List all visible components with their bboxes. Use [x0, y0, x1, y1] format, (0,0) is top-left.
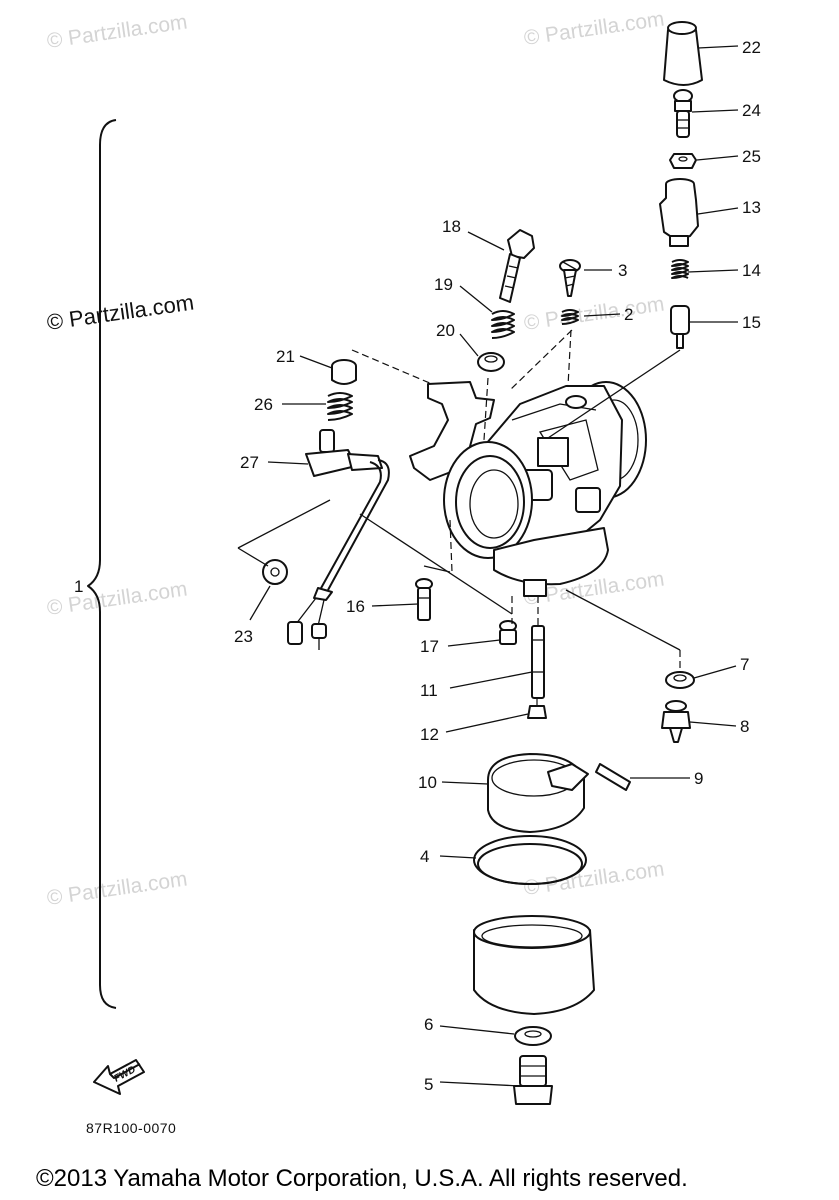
callout-11: 11 [420, 681, 438, 700]
part-9-pin [595, 763, 631, 791]
callout-5: 5 [424, 1075, 433, 1094]
part-10-float [487, 753, 589, 833]
part-2-spring [561, 309, 579, 325]
callout-14: 14 [742, 261, 761, 280]
callout-8: 8 [740, 717, 749, 736]
callout-15: 15 [742, 313, 761, 332]
callout-2: 2 [624, 305, 633, 324]
part-19-spring [491, 310, 515, 339]
part-24-screw [673, 89, 693, 138]
callout-24: 24 [742, 101, 761, 120]
part-12-main-jet [527, 705, 547, 719]
callout-4: 4 [420, 847, 429, 866]
part-23-grommet [262, 559, 288, 585]
guide-lines [237, 329, 681, 706]
callout-13: 13 [742, 198, 761, 217]
part-14-spring [671, 259, 689, 279]
leader-lines [249, 45, 739, 1087]
callout-9: 9 [694, 769, 703, 788]
callout-7: 7 [740, 655, 749, 674]
part-4-gasket [473, 835, 587, 885]
callout-22: 22 [742, 38, 761, 57]
part-7-washer [665, 671, 695, 689]
part-25-nut [669, 153, 697, 169]
callouts: 22 24 25 13 18 3 14 19 2 15 20 21 26 27 … [74, 38, 761, 1094]
part-22-cap [663, 21, 703, 86]
callout-19: 19 [434, 275, 453, 294]
part-18-screw [499, 229, 535, 303]
callout-17: 17 [420, 637, 439, 656]
watermark: © Partzilla.com [522, 292, 665, 334]
watermark: © Partzilla.com [522, 7, 665, 49]
watermark: © Partzilla.com [522, 857, 665, 899]
callout-26: 26 [254, 395, 273, 414]
part-13-housing [659, 178, 699, 247]
part-15-plunger [670, 305, 690, 349]
part-8-valve-seat [661, 700, 691, 743]
part-21-cap [331, 359, 357, 385]
callout-25: 25 [742, 147, 761, 166]
parts [262, 21, 703, 1105]
part-3-screw [559, 259, 581, 297]
part-5-drain-plug [513, 1055, 553, 1105]
callout-21: 21 [276, 347, 295, 366]
assembly-bracket [87, 119, 117, 1009]
callout-27: 27 [240, 453, 259, 472]
callout-10: 10 [418, 773, 437, 792]
callout-6: 6 [424, 1015, 433, 1034]
diagram-code: 87R100-0070 [86, 1120, 176, 1136]
float-bowl [473, 915, 595, 1015]
callout-16: 16 [346, 597, 365, 616]
watermark: © Partzilla.com [45, 577, 188, 619]
forward-arrow-icon: FWD [93, 1059, 145, 1095]
part-6-gasket [514, 1026, 552, 1046]
part-27-starter-cable [287, 429, 390, 650]
callout-18: 18 [442, 217, 461, 236]
callout-1: 1 [74, 577, 83, 596]
watermark: © Partzilla.com [45, 10, 188, 52]
copyright-notice: ©2013 Yamaha Motor Corporation, U.S.A. A… [36, 1165, 688, 1192]
callout-3: 3 [618, 261, 627, 280]
watermark: © Partzilla.com [45, 867, 188, 909]
watermark: © Partzilla.com [45, 290, 195, 335]
part-20-washer [477, 352, 505, 372]
callout-20: 20 [436, 321, 455, 340]
callout-23: 23 [234, 627, 253, 646]
part-11-needle-jet [531, 625, 545, 699]
carburetor-body [409, 381, 647, 597]
part-17-jet [499, 620, 517, 645]
part-26-spring [327, 392, 353, 421]
part-16-screw [415, 578, 433, 621]
callout-12: 12 [420, 725, 439, 744]
